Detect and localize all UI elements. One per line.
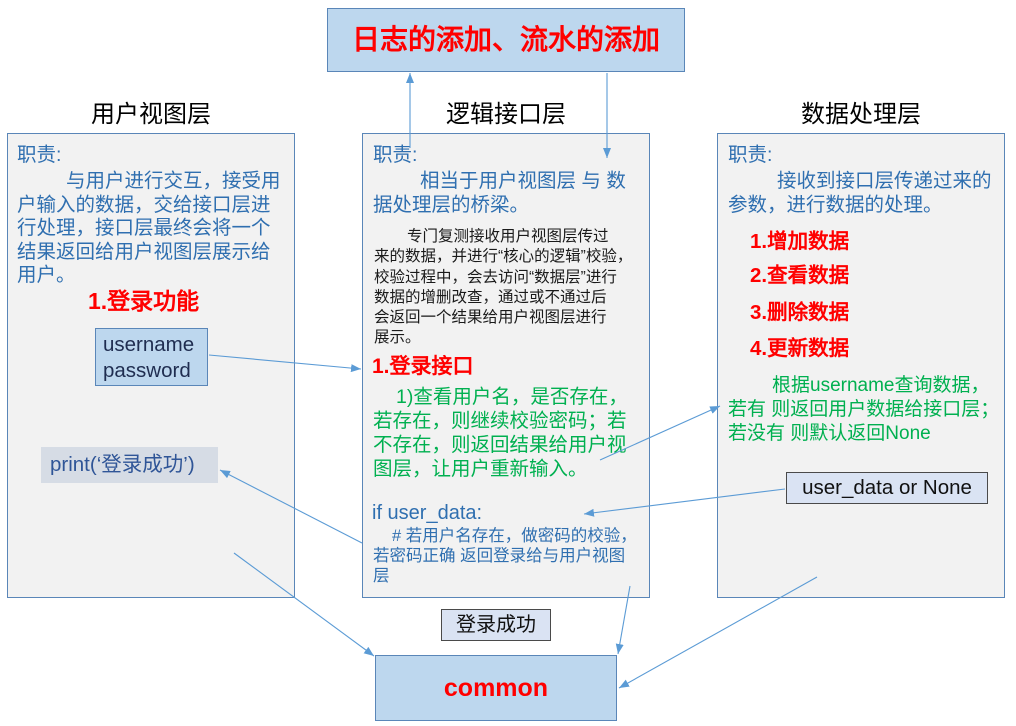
data-layer-duty-label: 职责: — [728, 144, 773, 166]
data-layer-duty-text: 接收到接口层传递过来的 参数，进行数据的处理。 — [728, 169, 992, 217]
data-query-line: 根据username查询数据， — [772, 375, 990, 396]
data-query-text: 根据username查询数据， 若有 则返回用户数据给接口层； 若没有 则默认返… — [728, 374, 999, 446]
data-layer-header: 数据处理层 — [801, 101, 921, 128]
data-duty-line: 接收到接口层传递过来的 — [777, 170, 992, 192]
login-feature-title: 1.登录功能 — [88, 288, 200, 314]
login-success-label: 登录成功 — [456, 614, 536, 636]
interface-step-line: 图层，让用户重新输入。 — [373, 458, 588, 480]
data-query-line: 若没有 则默认返回None — [728, 423, 931, 444]
interface-step-line: 若存在，则继续校验密码；若 — [373, 410, 627, 432]
interface-layer-panel — [362, 133, 650, 598]
interface-code-line: if user_data: — [372, 502, 483, 524]
interface-detail-line: 数据的增删改查，通过或不通过后 — [374, 288, 607, 306]
view-duty-line: 户输入的数据，交给接口层进 — [17, 193, 271, 216]
view-layer-header: 用户视图层 — [91, 101, 211, 128]
login-success-box: 登录成功 — [441, 609, 551, 641]
credentials-box: username password — [95, 328, 208, 386]
view-duty-line: 与用户进行交互，接受用 — [66, 170, 281, 192]
interface-duty-line: 相当于用户视图层 与 数 — [420, 170, 626, 192]
interface-layer-duty-text: 相当于用户视图层 与 数 据处理层的桥梁。 — [373, 169, 626, 217]
common-box-label: common — [443, 674, 549, 702]
interface-step-line: 1)查看用户名，是否存在， — [396, 386, 628, 408]
interface-comment-text: # 若用户名存在，做密码的校验， 若密码正确 返回登录给与用户视图 层 — [373, 526, 637, 586]
interface-duty-line: 据处理层的桥梁。 — [373, 194, 530, 216]
operation-delete: 3.删除数据 — [750, 301, 850, 324]
operation-view: 2.查看数据 — [750, 264, 850, 287]
operation-update: 4.更新数据 — [750, 337, 850, 360]
view-layer-duty-text: 与用户进行交互，接受用 户输入的数据，交给接口层进 行处理，接口层最终会将一个 … — [17, 170, 281, 288]
interface-detail-line: 专门复测接收用户视图层传过 — [407, 228, 609, 245]
view-layer-duty-label: 职责: — [17, 144, 62, 166]
interface-layer-duty-label: 职责: — [373, 144, 418, 166]
data-query-line: 若有 则返回用户数据给接口层； — [728, 399, 1000, 420]
view-duty-line: 行处理，接口层最终会将一个 — [17, 217, 271, 239]
interface-comment-line: 若密码正确 返回登录给与用户视图 — [373, 547, 626, 565]
password-label: password — [103, 359, 191, 382]
log-flow-box-label: 日志的添加、流水的添加 — [351, 24, 660, 55]
view-duty-line: 结果返回给用户视图层展示给 — [17, 240, 271, 263]
common-box: common — [375, 655, 617, 721]
interface-comment-line: # 若用户名存在，做密码的校验， — [392, 527, 637, 545]
interface-step-text: 1)查看用户名，是否存在， 若存在，则继续校验密码；若 不存在，则返回结果给用户… — [373, 385, 628, 481]
interface-detail-line: 展示。 — [374, 329, 421, 347]
log-flow-box: 日志的添加、流水的添加 — [327, 8, 685, 72]
operation-add: 1.增加数据 — [750, 230, 850, 253]
return-value-label: user_data or None — [802, 476, 972, 499]
data-duty-line: 参数，进行数据的处理。 — [728, 194, 943, 216]
login-interface-title: 1.登录接口 — [372, 355, 474, 378]
interface-detail-line: 会返回一个结果给用户视图层进行 — [374, 309, 607, 327]
interface-layer-header: 逻辑接口层 — [446, 101, 566, 128]
data-layer-panel — [717, 133, 1005, 598]
interface-detail-line: 校验过程中，会去访问“数据层”进行 — [374, 268, 617, 286]
interface-detail-line: 来的数据，并进行“核心的逻辑”校验， — [374, 248, 633, 266]
interface-comment-line: 层 — [373, 567, 390, 585]
interface-detail-text: 专门复测接收用户视图层传过 来的数据，并进行“核心的逻辑”校验， 校验过程中，会… — [374, 227, 632, 349]
return-value-box: user_data or None — [786, 472, 988, 504]
interface-step-line: 不存在，则返回结果给用户视 — [373, 434, 627, 456]
username-label: username — [103, 333, 195, 356]
view-duty-line: 用户。 — [17, 264, 76, 286]
print-success-box: print(‘登录成功’) — [41, 447, 218, 483]
print-success-label: print(‘登录成功’) — [50, 453, 195, 476]
